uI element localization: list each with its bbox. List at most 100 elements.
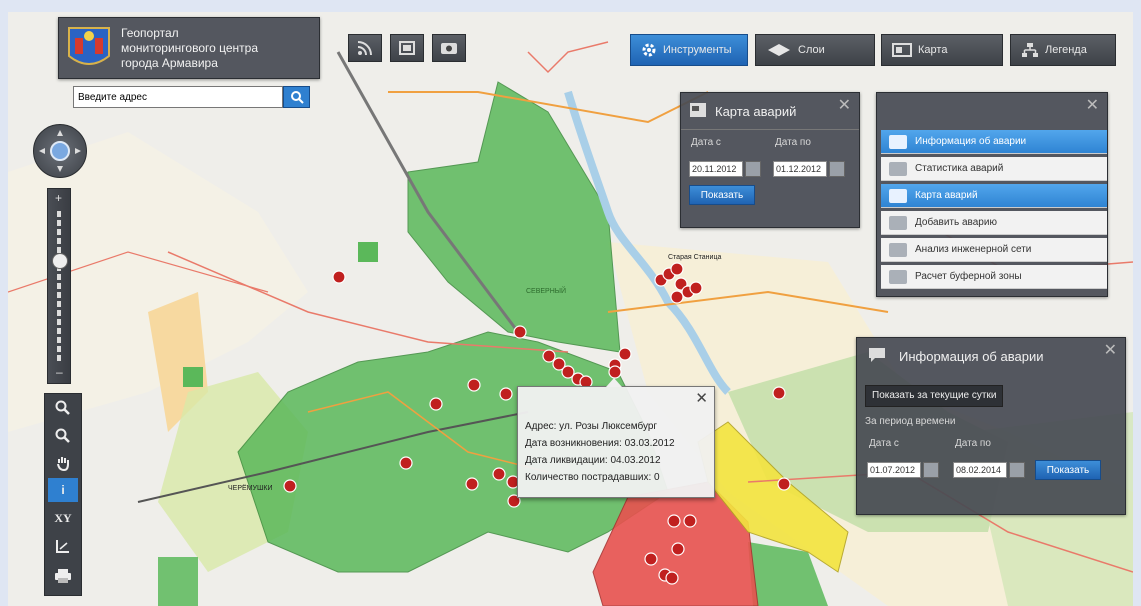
bar-chart-icon: [889, 161, 907, 176]
calendar-icon[interactable]: [829, 161, 845, 177]
road: [167, 251, 569, 353]
accident-marker[interactable]: [542, 349, 556, 363]
map-button[interactable]: Карта: [881, 34, 1003, 66]
accident-marker[interactable]: [492, 467, 506, 481]
accident-marker[interactable]: [332, 270, 346, 284]
calendar-icon[interactable]: [923, 462, 939, 478]
calendar-icon[interactable]: [1009, 462, 1025, 478]
zoom-slider[interactable]: + –: [47, 188, 71, 384]
rss-button[interactable]: [348, 34, 382, 62]
zoom-out-tool[interactable]: [48, 424, 78, 448]
district-yellow: [697, 421, 849, 573]
search-input[interactable]: [73, 86, 283, 108]
menu-item-buffer-zone[interactable]: Расчет буферной зоны: [881, 265, 1107, 289]
dialog-title: Карта аварий: [715, 104, 797, 119]
menu-item-network-analysis[interactable]: Анализ инженерной сети: [881, 238, 1107, 262]
accident-marker[interactable]: [667, 514, 681, 528]
district-sw: [158, 557, 198, 606]
app-title-line: мониторингового центра: [121, 40, 258, 55]
accident-marker[interactable]: [777, 477, 791, 491]
close-icon[interactable]: ✕: [1103, 342, 1117, 359]
accident-marker[interactable]: [689, 281, 703, 295]
speech-bubble-icon: [889, 134, 907, 149]
add-icon: [889, 215, 907, 230]
search-icon: [290, 91, 304, 104]
district-south: [748, 542, 828, 606]
screenshot-icon: [441, 43, 457, 54]
menu-item-label: Карта аварий: [915, 190, 978, 201]
date-to-field[interactable]: 08.02.2014: [953, 462, 1007, 478]
zoom-in-icon[interactable]: +: [55, 191, 63, 205]
accident-marker[interactable]: [507, 494, 521, 508]
coordinates-tool[interactable]: XY: [48, 506, 78, 530]
accident-marker[interactable]: [665, 571, 679, 585]
accident-marker[interactable]: [399, 456, 413, 470]
menu-item-label: Добавить аварию: [915, 217, 997, 228]
screenshot-button[interactable]: [432, 34, 466, 62]
accident-marker[interactable]: [283, 479, 297, 493]
popup-pointer: [606, 378, 622, 387]
map-dialog-icon: [690, 103, 706, 117]
period-label: За период времени: [865, 416, 956, 427]
accident-marker[interactable]: [683, 514, 697, 528]
accident-marker[interactable]: [499, 387, 513, 401]
accident-marker[interactable]: [670, 290, 684, 304]
buffer-icon: [889, 269, 907, 284]
map-icon: [889, 188, 907, 203]
info-tool[interactable]: i: [48, 478, 78, 502]
date-to-label: Дата по: [775, 137, 811, 148]
menu-item-accident-map[interactable]: Карта аварий: [881, 184, 1107, 208]
menu-item-add-accident[interactable]: Добавить аварию: [881, 211, 1107, 235]
accident-marker[interactable]: [772, 386, 786, 400]
accident-marker[interactable]: [465, 477, 479, 491]
date-from-label: Дата с: [691, 137, 721, 148]
close-icon[interactable]: ✕: [837, 97, 851, 114]
railway: [137, 411, 529, 503]
legend-button[interactable]: Легенда: [1010, 34, 1116, 66]
date-from-field[interactable]: 20.11.2012: [689, 161, 743, 177]
app-title: Геопортал мониторингового центра города …: [121, 26, 258, 71]
menu-item-label: Расчет буферной зоны: [915, 271, 1022, 282]
layers-label: Слои: [798, 44, 825, 56]
printer-icon: [55, 569, 71, 583]
road: [527, 41, 609, 74]
date-to-field[interactable]: 01.12.2012: [773, 161, 827, 177]
accident-marker[interactable]: [561, 365, 575, 379]
popup-address: Адрес: ул. Розы Люксембург: [525, 421, 658, 432]
zoom-in-tool[interactable]: [48, 396, 78, 420]
print-map-button[interactable]: [390, 34, 424, 62]
accident-marker[interactable]: [671, 542, 685, 556]
show-button[interactable]: Показать: [689, 185, 755, 205]
menu-item-statistics[interactable]: Статистика аварий: [881, 157, 1107, 181]
accident-marker[interactable]: [670, 262, 684, 276]
accident-marker[interactable]: [552, 357, 566, 371]
tools-button[interactable]: Инструменты: [630, 34, 748, 66]
menu-item-label: Информация об аварии: [915, 136, 1027, 147]
zoom-out-icon[interactable]: –: [56, 365, 63, 379]
gear-icon: [642, 43, 656, 57]
accident-marker[interactable]: [644, 552, 658, 566]
date-from-field[interactable]: 01.07.2012: [867, 462, 921, 478]
road: [388, 91, 709, 124]
layers-button[interactable]: Слои: [755, 34, 875, 66]
show-today-button[interactable]: Показать за текущие сутки: [865, 385, 1004, 407]
print-tool[interactable]: [48, 564, 78, 588]
search-button[interactable]: [283, 86, 310, 108]
measure-tool[interactable]: [48, 534, 78, 558]
pan-control[interactable]: [33, 124, 87, 178]
accident-marker[interactable]: [513, 325, 527, 339]
divider: [681, 129, 859, 130]
close-icon[interactable]: ✕: [695, 390, 708, 407]
calendar-icon[interactable]: [745, 161, 761, 177]
menu-item-accident-info[interactable]: Информация об аварии: [881, 130, 1107, 154]
pan-tool[interactable]: [48, 451, 78, 475]
river: [564, 90, 731, 395]
accident-marker[interactable]: [618, 347, 632, 361]
accident-marker[interactable]: [608, 365, 622, 379]
show-button[interactable]: Показать: [1035, 460, 1101, 480]
close-icon[interactable]: ✕: [1085, 97, 1099, 114]
zoom-handle[interactable]: [52, 253, 68, 269]
accident-marker[interactable]: [429, 397, 443, 411]
popup-victims: Количество пострадавших: 0: [525, 472, 660, 483]
accident-marker[interactable]: [467, 378, 481, 392]
